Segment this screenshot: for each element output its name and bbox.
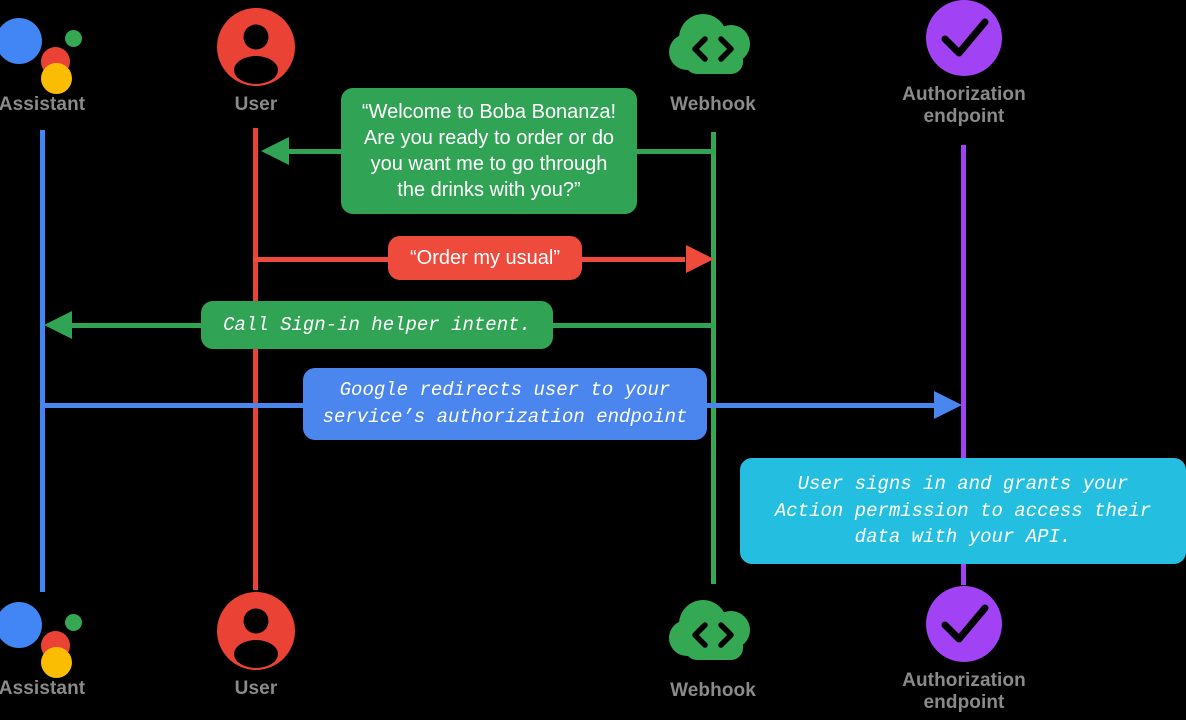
google-assistant-icon bbox=[0, 592, 90, 678]
actor-label-authorization-bottom: Authorization endpoint bbox=[902, 670, 1026, 713]
actor-label-assistant-bottom: Assistant bbox=[0, 678, 86, 699]
assistant-dot-green bbox=[65, 614, 82, 631]
actor-label-webhook-bottom: Webhook bbox=[670, 680, 756, 701]
user-avatar-svg bbox=[217, 592, 295, 670]
message-bubble-order-my-usual: “Order my usual” bbox=[388, 236, 582, 280]
purple-check-circle-icon bbox=[916, 0, 1012, 78]
lifeline-user bbox=[253, 128, 258, 590]
connector-signin-right bbox=[550, 323, 714, 328]
connector-order-left bbox=[253, 257, 398, 262]
cloud-code-svg bbox=[669, 14, 750, 74]
arrowhead-google-redirects bbox=[934, 391, 962, 419]
message-bubble-call-signin-helper: Call Sign-in helper intent. bbox=[201, 301, 553, 349]
arrowhead-order-my-usual bbox=[686, 245, 714, 273]
message-bubble-user-signs-in: User signs in and grants your Action per… bbox=[740, 458, 1186, 564]
actor-label-webhook-top: Webhook bbox=[670, 94, 756, 115]
assistant-dot-green bbox=[65, 30, 82, 47]
connector-signin-left bbox=[72, 323, 204, 328]
connector-welcome bbox=[634, 149, 714, 154]
actor-webhook-top: Webhook bbox=[613, 8, 813, 116]
lifeline-webhook bbox=[711, 132, 716, 584]
user-avatar-icon bbox=[208, 592, 304, 672]
purple-check-circle-svg bbox=[926, 0, 1002, 76]
actor-user-top: User bbox=[156, 8, 356, 116]
actor-label-user-bottom: User bbox=[234, 678, 278, 699]
purple-check-circle-svg bbox=[926, 586, 1002, 662]
connector-order-right bbox=[580, 257, 685, 262]
actor-assistant-bottom: Assistant bbox=[0, 592, 142, 700]
actor-label-authorization-top: Authorization endpoint bbox=[902, 84, 1026, 127]
user-avatar-icon bbox=[208, 8, 304, 88]
user-avatar-svg bbox=[217, 8, 295, 86]
assistant-dot-blue bbox=[0, 18, 42, 64]
actor-webhook-bottom: Webhook bbox=[613, 594, 813, 702]
cloud-code-icon bbox=[665, 8, 761, 88]
actor-authorization-bottom: Authorization endpoint bbox=[864, 586, 1064, 714]
message-bubble-welcome: “Welcome to Boba Bonanza! Are you ready … bbox=[341, 88, 637, 214]
lifeline-assistant bbox=[40, 130, 45, 592]
actor-user-bottom: User bbox=[156, 592, 356, 700]
connector-redirect-right bbox=[705, 403, 935, 408]
actor-assistant-top: Assistant bbox=[0, 8, 142, 116]
lifeline-authorization bbox=[961, 145, 966, 585]
cloud-code-icon bbox=[665, 594, 761, 674]
connector-redirect-left bbox=[40, 403, 308, 408]
assistant-dot-yellow bbox=[41, 647, 72, 678]
google-assistant-icon bbox=[0, 8, 90, 94]
actor-authorization-top: Authorization endpoint bbox=[864, 0, 1064, 128]
assistant-dot-blue bbox=[0, 602, 42, 648]
purple-check-circle-icon bbox=[916, 586, 1012, 664]
assistant-dot-yellow bbox=[41, 63, 72, 94]
actor-label-user-top: User bbox=[234, 94, 278, 115]
connector-welcome-tail bbox=[288, 149, 343, 154]
message-bubble-google-redirects: Google redirects user to your service’s … bbox=[303, 368, 707, 440]
arrowhead-call-signin-helper bbox=[44, 311, 72, 339]
actor-label-assistant-top: Assistant bbox=[0, 94, 86, 115]
cloud-code-svg bbox=[669, 600, 750, 660]
arrowhead-welcome bbox=[261, 137, 289, 165]
